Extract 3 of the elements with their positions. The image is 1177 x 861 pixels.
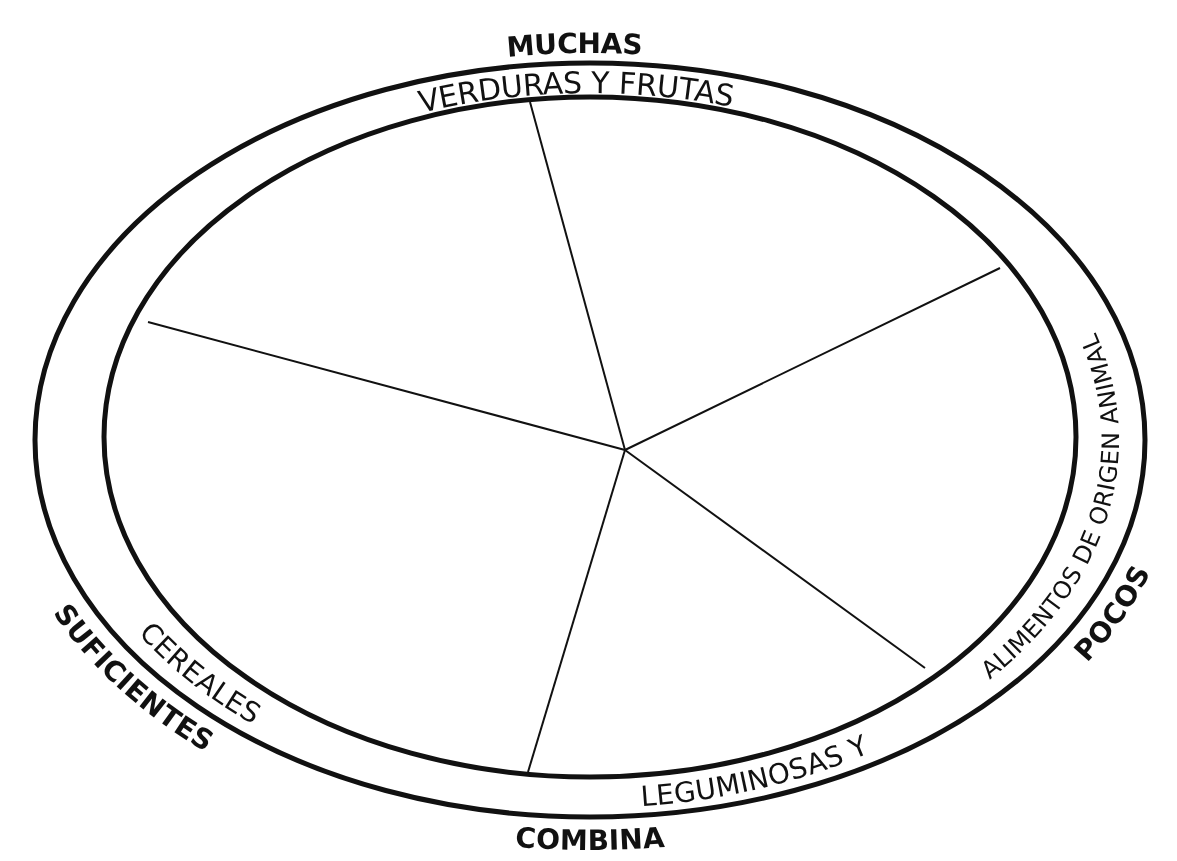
outer-label: COMBINA xyxy=(514,820,666,857)
outer-label: MUCHAS xyxy=(505,26,644,64)
section-label: VERDURAS Y FRUTAS xyxy=(414,64,738,119)
